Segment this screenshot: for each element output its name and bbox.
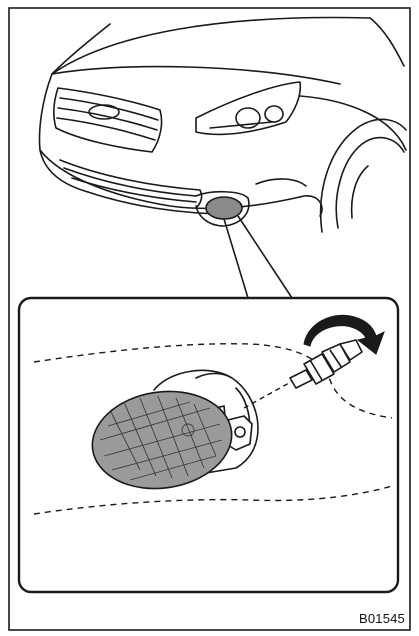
grille [54,88,162,152]
car-fog-light [206,197,242,219]
wheel-arch [321,119,406,232]
wheel-outline [336,138,404,228]
callout-pointer [224,216,292,298]
bumper-outline [40,150,322,216]
brand-emblem [89,105,119,119]
figure-code: B01545 [359,611,405,626]
fender-outline [300,96,406,150]
hood-outline [52,17,370,74]
